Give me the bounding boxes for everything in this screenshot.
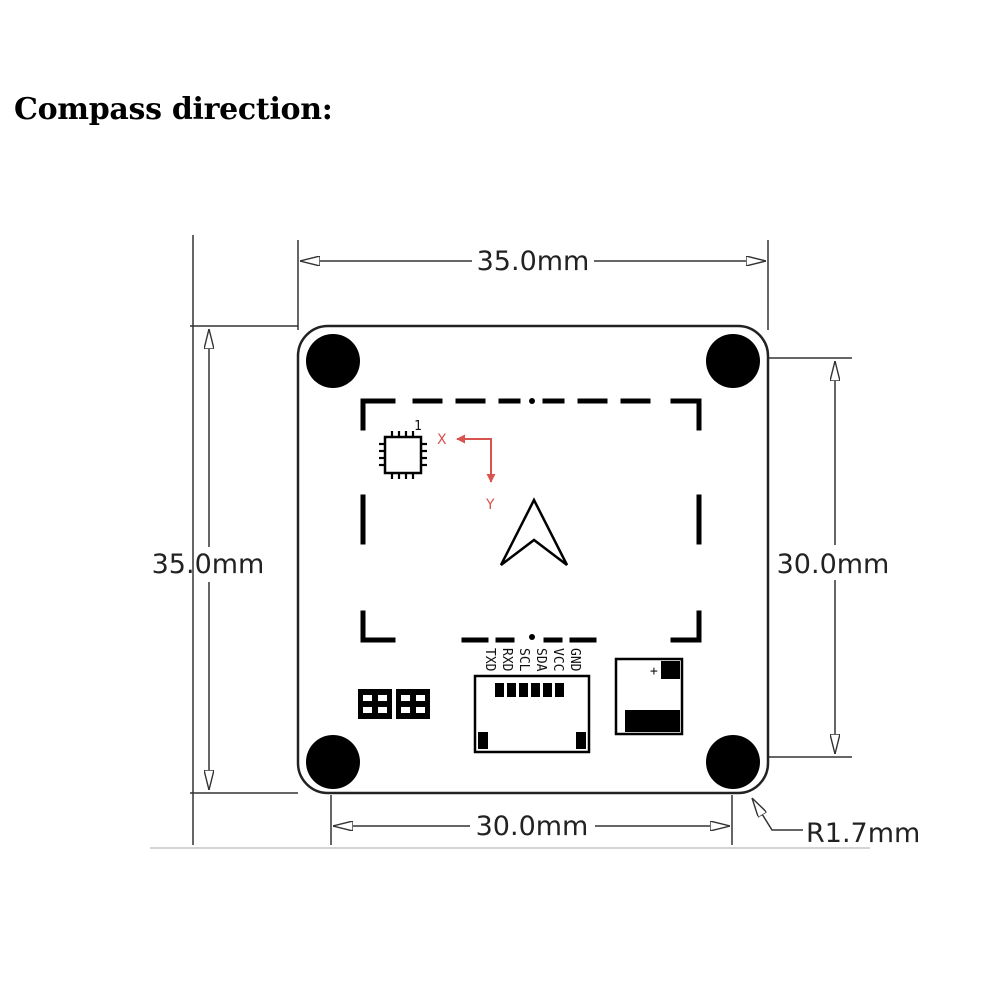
pin-label-gnd: GND (567, 648, 582, 672)
pin-label-txd: TXD (482, 648, 497, 672)
frame-dot-top (529, 398, 535, 404)
pin-label-scl: SCL (516, 648, 531, 672)
smd-components (358, 689, 430, 719)
connector (473, 674, 591, 754)
dimension-bottom-spacing: 30.0mm (476, 811, 589, 842)
mounting-hole-bottom-left (306, 735, 360, 789)
dimension-right-spacing: 30.0mm (777, 549, 890, 580)
pin-label-vcc: VCC (550, 648, 565, 671)
pin-label-sda: SDA (533, 648, 548, 672)
dimension-left-height: 35.0mm (152, 549, 265, 580)
mounting-hole-top-right (706, 334, 760, 388)
axis-arrows (456, 434, 496, 483)
chip-pin1-mark: 1 (414, 419, 422, 434)
extension-lines (190, 235, 852, 845)
mounting-hole-bottom-right (706, 735, 760, 789)
pin-label-rxd: RXD (499, 648, 514, 672)
page-heading: Compass direction: (14, 92, 333, 127)
sensor-frame (360, 398, 702, 643)
axis-x-label: X (437, 432, 447, 448)
compass-chip (379, 431, 427, 479)
axis-y-label: Y (485, 497, 495, 513)
capacitor-polarity-mark: + (650, 664, 658, 679)
dimension-top-width: 35.0mm (477, 246, 590, 277)
frame-dot-bottom (529, 634, 535, 640)
connector-pin-labels: TXD RXD SCL SDA VCC GND (482, 648, 582, 672)
capacitor (614, 657, 684, 736)
dimension-lines (209, 261, 835, 830)
direction-arrow-icon (499, 497, 569, 566)
dimension-corner-radius: R1.7mm (806, 818, 920, 849)
mounting-hole-top-left (306, 334, 360, 388)
